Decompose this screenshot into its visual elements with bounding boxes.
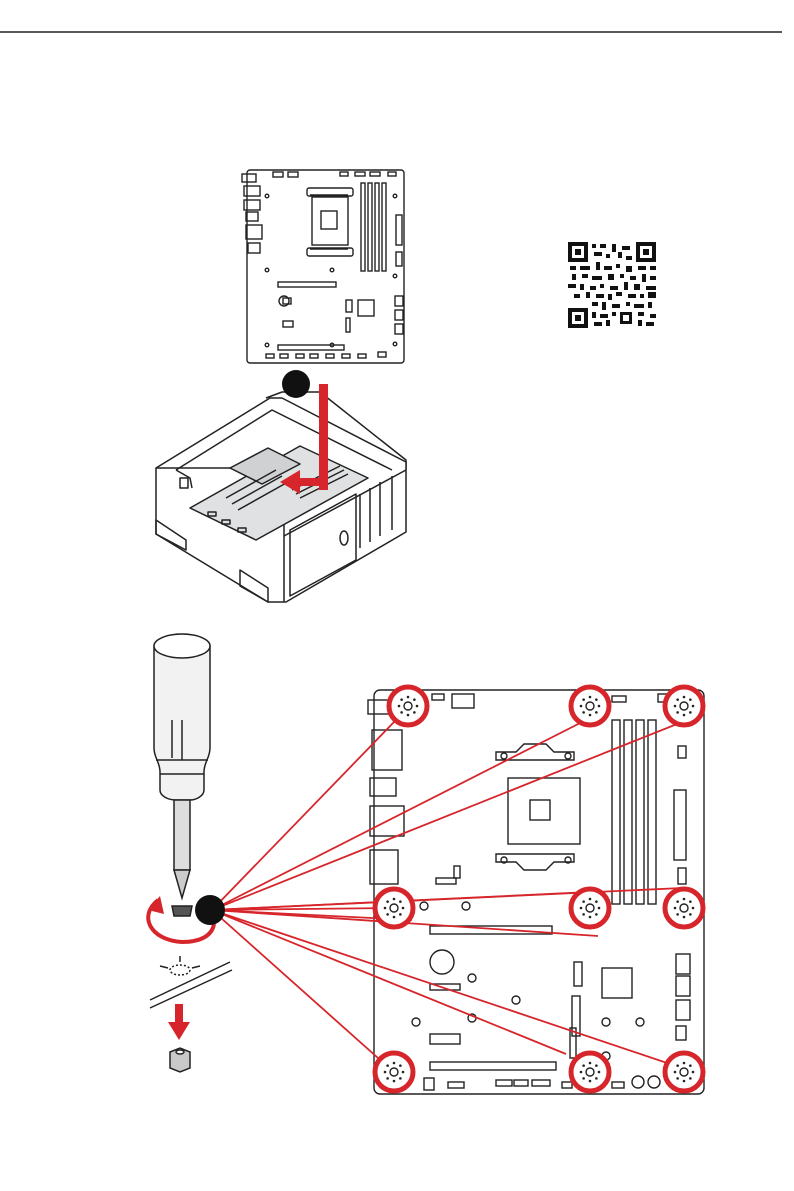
screw-hole-icon xyxy=(375,889,413,927)
screw-hole-icon xyxy=(571,1053,609,1091)
screw-hole-icon xyxy=(389,687,427,725)
screw-hole-icon xyxy=(665,1053,703,1091)
screw-hole-icon xyxy=(375,1053,413,1091)
screw-hole-icon xyxy=(571,889,609,927)
screw-hole-icon xyxy=(665,889,703,927)
screw-hole-icon xyxy=(571,687,609,725)
screw-hole-icon xyxy=(665,687,703,725)
